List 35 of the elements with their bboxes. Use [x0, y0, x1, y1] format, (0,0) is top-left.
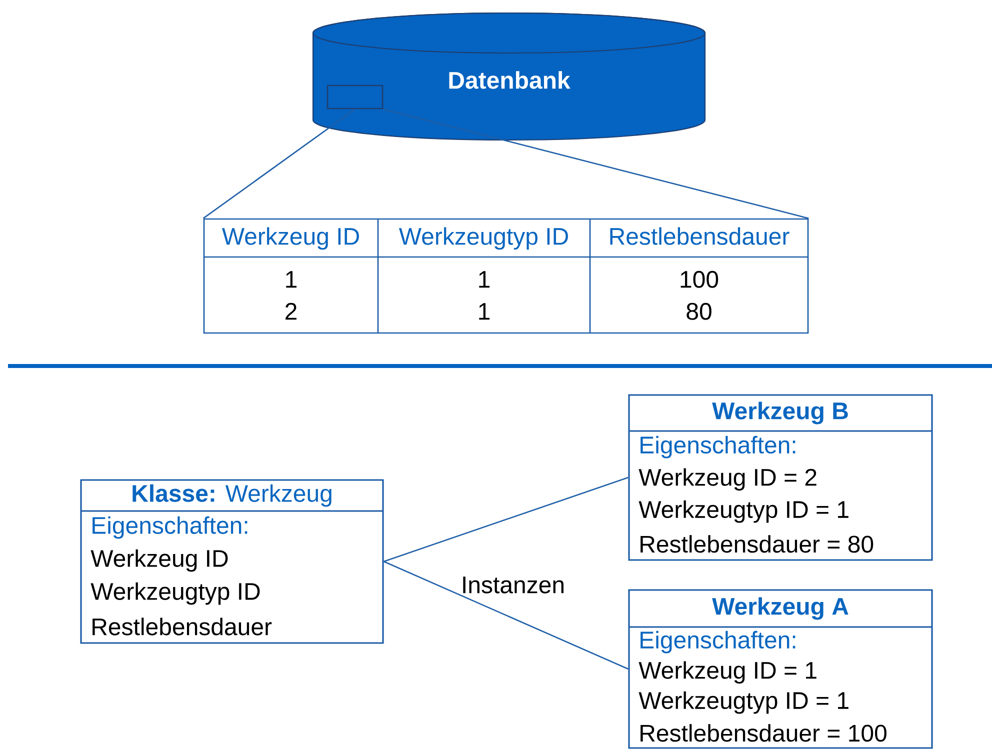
property-text: Werkzeugtyp ID = 1 — [638, 500, 848, 523]
table-cell: 1 — [479, 303, 490, 320]
class-box — [80, 479, 384, 644]
table-cell: 100 — [680, 270, 718, 288]
table-cell: 1 — [286, 271, 296, 288]
object-box — [628, 589, 933, 749]
connector-line — [383, 108, 809, 219]
data-table — [203, 218, 809, 334]
property-text: Werkzeugtyp ID — [90, 582, 260, 605]
connector-line — [384, 476, 628, 562]
property-text: Werkzeug ID = 1 — [638, 661, 816, 684]
table-cell: 2 — [286, 302, 296, 320]
section-heading: Eigenschaften: — [640, 630, 796, 654]
connector-line — [202, 108, 356, 219]
table-cell: 1 — [479, 271, 490, 288]
box-heading: Werkzeug A — [712, 597, 848, 620]
header-cell: Werkzeug ID — [222, 227, 359, 250]
section-heading: Eigenschaften: — [92, 516, 248, 539]
property-text: Restlebensdauer = 80 — [640, 535, 874, 553]
property-text: Werkzeug ID — [90, 549, 228, 572]
connector-line — [384, 560, 628, 670]
header-cell: Werkzeugtyp ID — [398, 227, 568, 250]
property-text: Werkzeug ID = 2 — [638, 468, 816, 491]
property-text: Restlebensdauer — [92, 618, 272, 636]
label-text: Instanzen — [463, 576, 564, 594]
property-text: Werkzeugtyp ID = 1 — [638, 691, 848, 714]
section-heading: Eigenschaften: — [640, 436, 796, 458]
database-cylinder: Datenbank — [312, 12, 706, 141]
box-heading: Werkzeug B — [712, 402, 848, 424]
selection-box — [326, 84, 384, 110]
header-cell: Restlebensdauer — [610, 227, 790, 245]
table-cell: 80 — [686, 302, 712, 320]
box-heading: Klasse: Werkzeug — [132, 484, 332, 507]
property-text: Restlebensdauer = 100 — [640, 724, 886, 742]
object-box — [628, 394, 933, 561]
